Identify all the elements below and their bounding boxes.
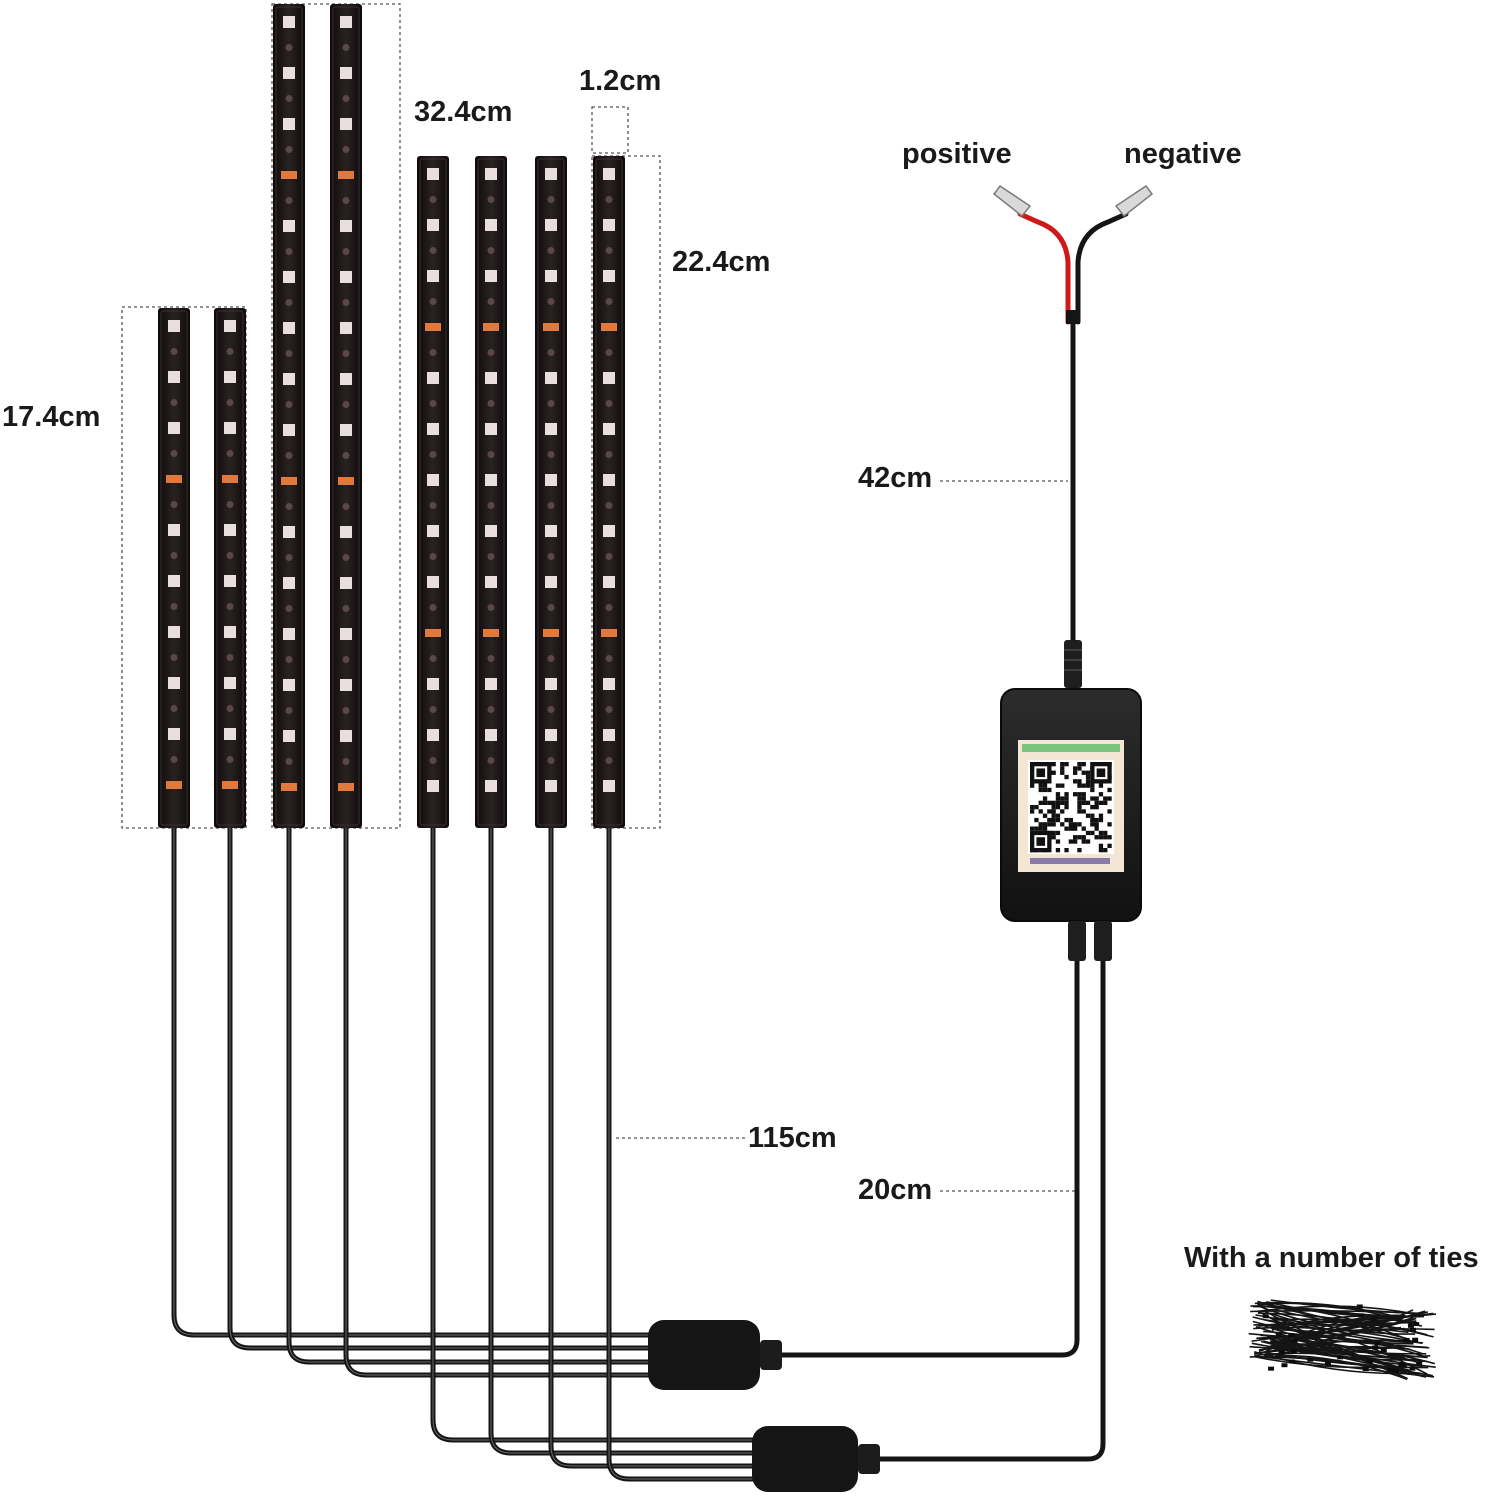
led-strip [273, 4, 305, 828]
controller-box-icon [1000, 688, 1142, 961]
short-strip-length-label: 17.4cm [2, 401, 101, 433]
strip-cables [171, 825, 1106, 1482]
led-strip [417, 156, 449, 828]
positive-wire-label: positive [902, 138, 1012, 170]
power-lead [992, 184, 1154, 688]
strip-cable [343, 825, 653, 1378]
splitter-cable [779, 957, 1080, 1358]
negative-wire-label: negative [1124, 138, 1242, 170]
strip-cable [227, 825, 653, 1351]
strip-cable [286, 825, 653, 1365]
led-strip [535, 156, 567, 828]
led-strip [214, 308, 246, 828]
strip-cable [171, 825, 653, 1338]
led-strip [475, 156, 507, 828]
strip-width-label: 1.2cm [579, 65, 662, 97]
led-strip [593, 156, 625, 828]
strip-width-dimension-box [591, 106, 629, 154]
power-lead-length-label: 42cm [858, 462, 933, 494]
mid-strip-length-label: 22.4cm [672, 246, 771, 278]
led-strip [158, 308, 190, 828]
box-cable-length-label: 20cm [858, 1174, 933, 1206]
terminal-connector-icon [992, 184, 1154, 218]
led-strip [330, 4, 362, 828]
strip-cable-length-label: 115cm [748, 1122, 837, 1154]
cable-ties-label: With a number of ties [1184, 1242, 1479, 1274]
splitter-cable [877, 957, 1106, 1462]
long-strip-length-label: 32.4cm [414, 96, 513, 128]
qr-code-icon [1018, 740, 1124, 872]
mid-strip-dimension-box [591, 155, 661, 829]
cable-ties-icon [1248, 1299, 1437, 1381]
led-strips [158, 4, 625, 828]
y-splitter-icon [648, 1320, 880, 1492]
